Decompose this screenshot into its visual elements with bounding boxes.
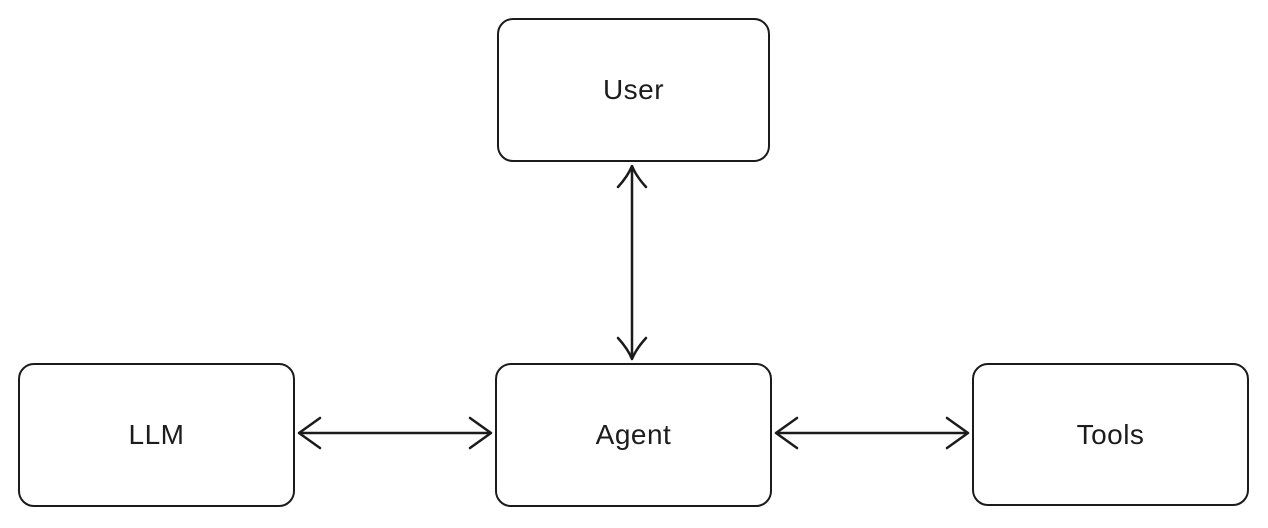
node-llm[interactable]: LLM — [18, 363, 295, 507]
edge-llm-agent — [297, 416, 493, 450]
node-user[interactable]: User — [497, 18, 770, 162]
node-tools-label: Tools — [1076, 418, 1145, 450]
node-tools[interactable]: Tools — [972, 363, 1249, 506]
node-agent-label: Agent — [595, 419, 672, 450]
edge-user-agent — [616, 164, 648, 361]
node-llm-label: LLM — [128, 419, 185, 450]
node-agent[interactable]: Agent — [495, 363, 772, 507]
edge-agent-tools — [774, 416, 970, 450]
node-user-label: User — [602, 74, 665, 105]
